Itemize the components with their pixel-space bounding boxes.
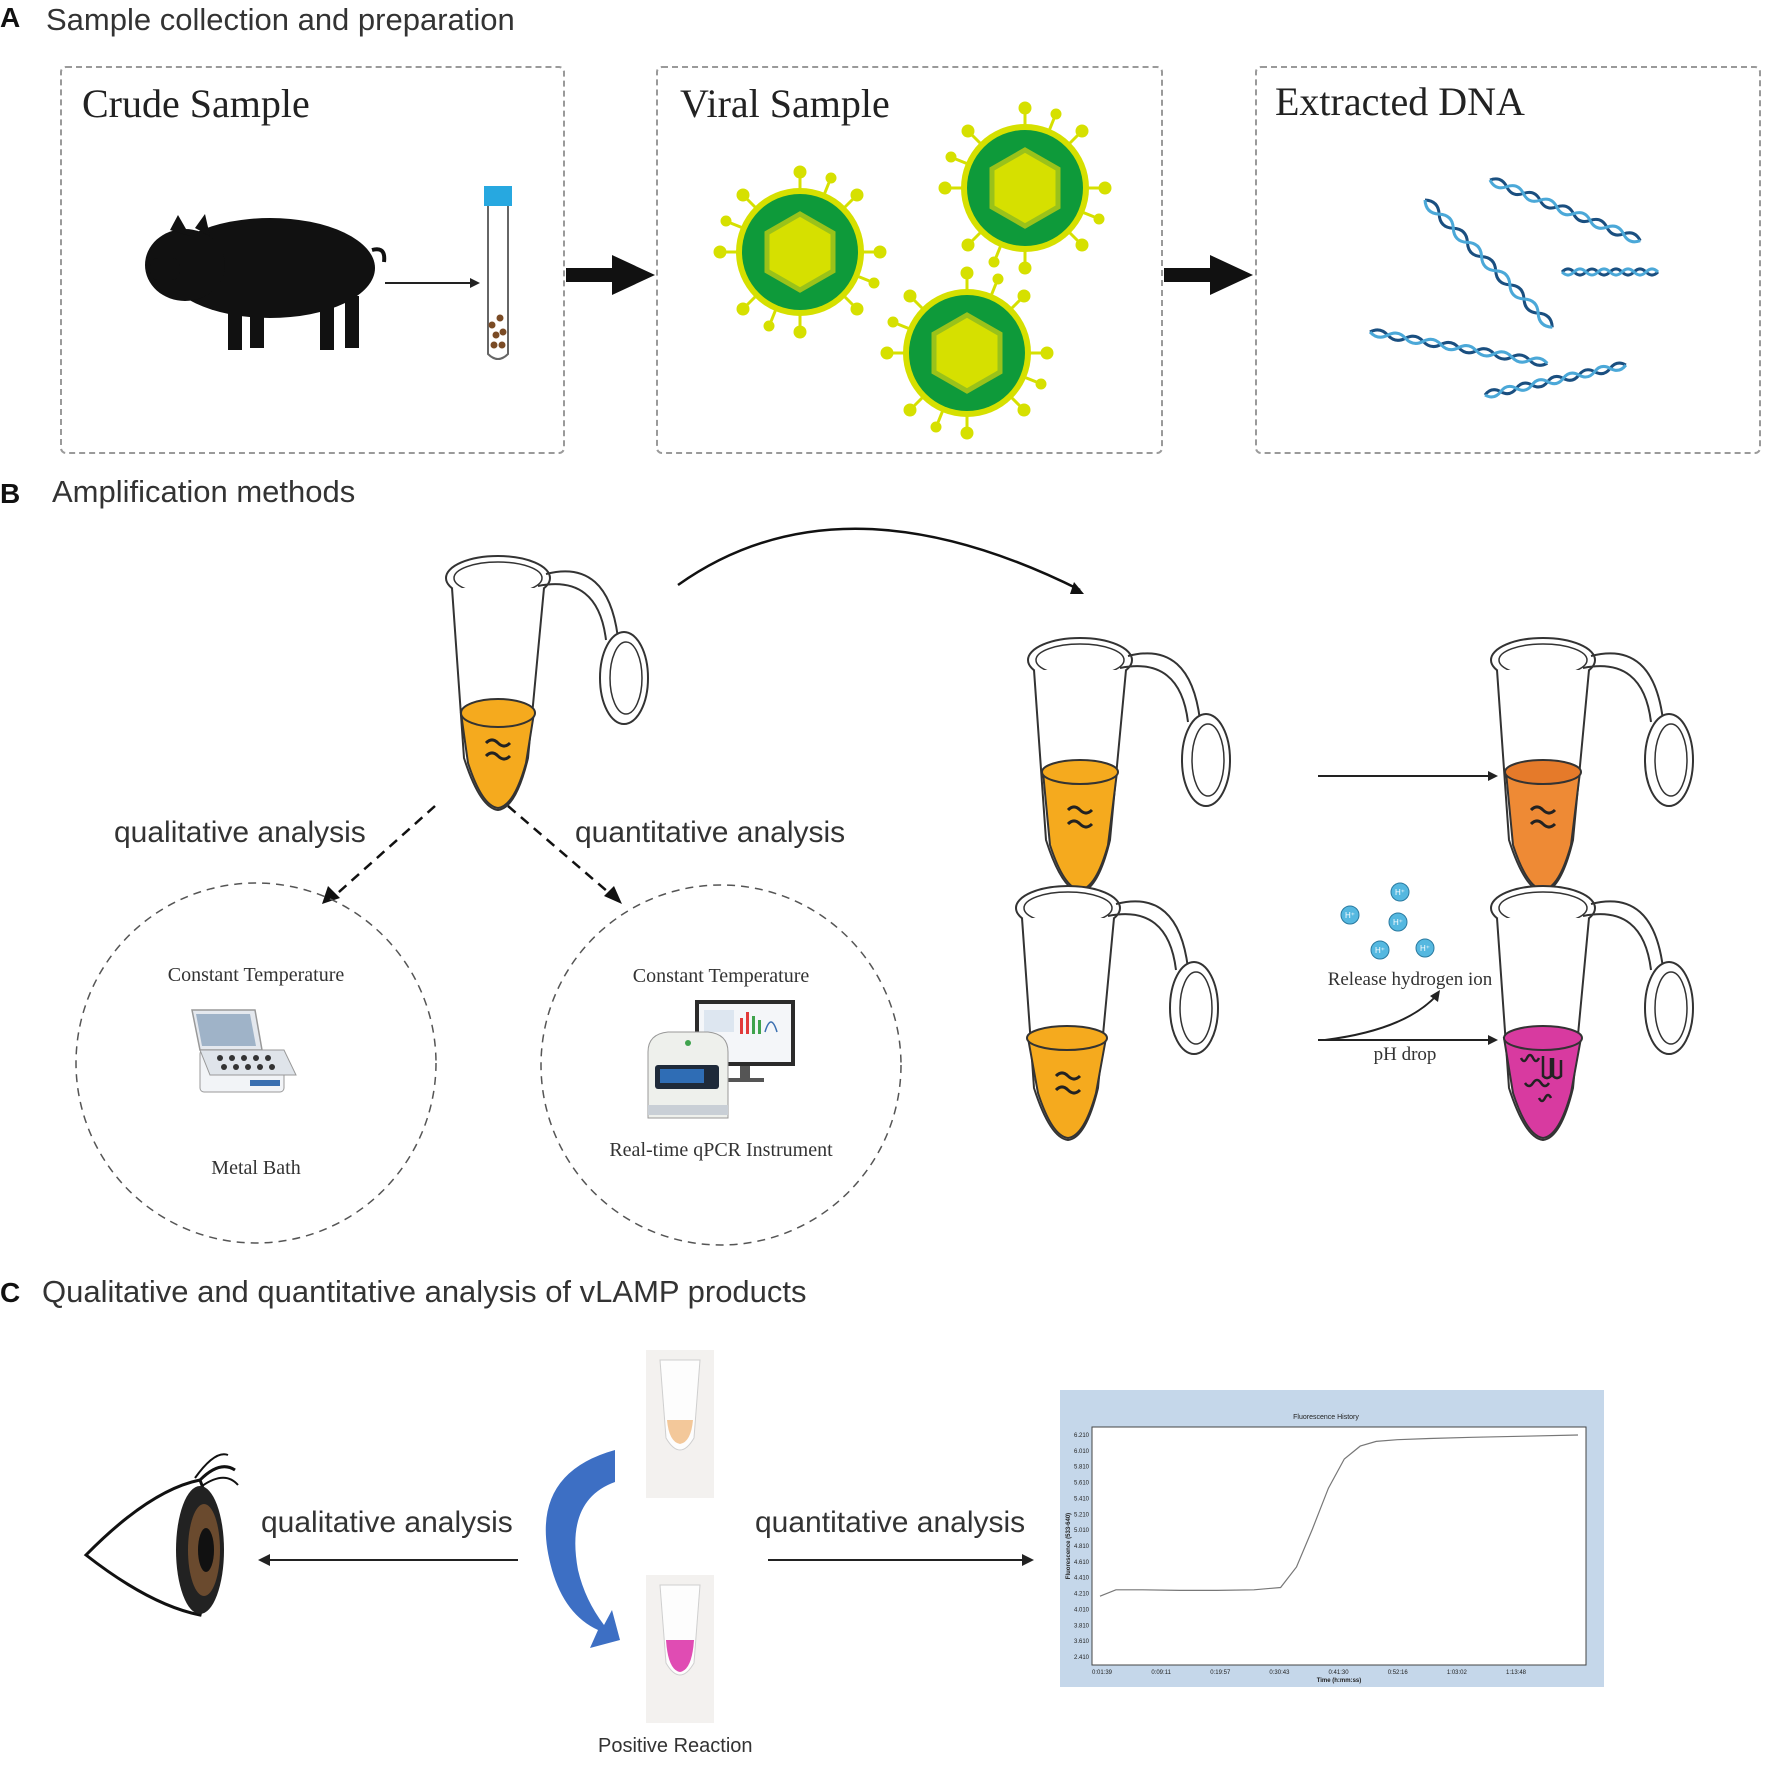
y-tick-label: 4.010	[1074, 1607, 1090, 1613]
tube-bottom-left-icon	[1015, 885, 1219, 1141]
dashed-arrow-quantitative	[507, 805, 616, 899]
plot-area	[1091, 1426, 1587, 1666]
metal-bath-label: Metal Bath	[211, 1157, 301, 1179]
panel-a-graphics	[145, 0, 1660, 470]
y-tick-label: 6.210	[1074, 1433, 1090, 1439]
viral-sample-box	[656, 66, 1163, 454]
metal-bath-icon	[191, 1009, 297, 1093]
tube-bottom-right-icon	[1490, 885, 1694, 1141]
y-tick-label: 5.010	[1074, 1528, 1090, 1534]
metal-bath-circle	[75, 882, 437, 1244]
x-tick-label: 1:03:02	[1447, 1670, 1468, 1676]
quantitative-label-b: quantitative analysis	[575, 816, 846, 849]
dna-icon	[1368, 177, 1660, 399]
panel-c-title: Qualitative and quantitative analysis of…	[42, 1274, 807, 1309]
virus-icon-2	[940, 103, 1110, 273]
x-tick-label: 0:41:30	[1329, 1670, 1350, 1676]
x-tick-label: 0:01:39	[1092, 1670, 1113, 1676]
crude-sample-box	[60, 66, 565, 454]
qpcr-top-label: Constant Temperature	[632, 965, 810, 987]
panel-c-graphics: Fluorescence History Time (h:mm:ss) Fluo…	[83, 1350, 1604, 1723]
panel-a-title: Sample collection and preparation	[46, 2, 515, 37]
pig-icon	[145, 214, 387, 350]
central-tube-icon	[445, 555, 649, 811]
y-tick-label: 4.810	[1074, 1544, 1090, 1550]
y-tick-label: 4.610	[1074, 1560, 1090, 1566]
x-tick-label: 0:30:43	[1269, 1670, 1290, 1676]
positive-reaction-caption: Positive Reaction	[598, 1735, 753, 1757]
ion-label: H⁺	[1420, 944, 1430, 953]
x-tick-label: 1:13:48	[1506, 1670, 1527, 1676]
metal-bath-top-label: Constant Temperature	[167, 964, 345, 986]
ion-label: H⁺	[1345, 911, 1355, 920]
y-tick-label: 5.210	[1074, 1512, 1090, 1518]
crude-sample-title: Crude Sample	[82, 81, 310, 126]
panel-b-graphics: H⁺ H⁺ H⁺ H⁺ H⁺	[75, 527, 1694, 1246]
panel-b-letter: B	[0, 478, 21, 509]
qpcr-circle	[540, 884, 902, 1246]
virus-icon-3	[882, 268, 1052, 438]
dashed-arrow-qualitative	[329, 805, 436, 901]
x-tick-label: 0:19:57	[1210, 1670, 1231, 1676]
positive-tube-photo	[646, 1575, 714, 1723]
x-tick-label: 0:09:11	[1151, 1670, 1171, 1676]
plot-y-ticks: 2.410 3.610 3.810 4.010 4.210 4.410 4.610 4.810…	[1074, 1433, 1090, 1661]
plot-title: Fluorescence History	[1293, 1414, 1359, 1421]
y-tick-label: 4.410	[1074, 1576, 1090, 1582]
y-tick-label: 5.810	[1074, 1465, 1090, 1471]
qualitative-label-b: qualitative analysis	[114, 816, 366, 849]
ion-label: H⁺	[1393, 918, 1403, 927]
arrow-a1	[566, 255, 655, 295]
tube-top-left-icon	[1027, 637, 1231, 893]
negative-tube-photo	[646, 1350, 714, 1498]
qpcr-label: Real-time qPCR Instrument	[609, 1139, 833, 1161]
plot-ylabel: Fluorescence (533-640)	[1066, 1513, 1072, 1579]
panel-b-title: Amplification methods	[52, 474, 356, 509]
extracted-dna-title: Extracted DNA	[1275, 79, 1525, 124]
tube-top-right-icon	[1490, 637, 1694, 893]
fluorescence-curve	[1099, 1434, 1579, 1597]
quantitative-label-c: quantitative analysis	[755, 1506, 1026, 1539]
release-hydrogen-label: Release hydrogen ion	[1327, 969, 1493, 990]
virus-icon-1	[715, 167, 885, 337]
qpcr-instrument-icon	[647, 1000, 795, 1119]
y-tick-label: 5.610	[1074, 1481, 1090, 1487]
sample-tube-icon	[484, 186, 512, 360]
ph-drop-label: pH drop	[1373, 1044, 1437, 1065]
panel-a-letter: A	[0, 2, 21, 33]
qualitative-label-c: qualitative analysis	[261, 1506, 513, 1539]
y-tick-label: 3.810	[1074, 1623, 1090, 1629]
ion-label: H⁺	[1395, 888, 1405, 897]
viral-sample-title: Viral Sample	[680, 81, 890, 126]
y-tick-label: 2.410	[1074, 1655, 1090, 1661]
ion-label: H⁺	[1375, 946, 1385, 955]
y-tick-label: 5.410	[1074, 1496, 1090, 1502]
y-tick-label: 4.210	[1074, 1592, 1090, 1598]
panel-c-letter: C	[0, 1277, 21, 1308]
release-arrow	[1324, 994, 1438, 1041]
eye-icon	[83, 1453, 239, 1617]
plot-x-ticks: 0:01:39 0:09:11 0:19:57 0:30:43 0:41:30 0:52:…	[1092, 1670, 1527, 1676]
hydrogen-ion-icons	[1340, 882, 1435, 960]
curved-arrow	[677, 527, 1081, 592]
arrow-a2	[1164, 255, 1253, 295]
extracted-dna-box	[1255, 66, 1761, 454]
y-tick-label: 3.610	[1074, 1639, 1090, 1645]
color-change-arrow	[545, 1450, 620, 1648]
plot-xlabel: Time (h:mm:ss)	[1317, 1678, 1362, 1684]
x-tick-label: 0:52:16	[1388, 1670, 1409, 1676]
y-tick-label: 6.010	[1074, 1449, 1090, 1455]
